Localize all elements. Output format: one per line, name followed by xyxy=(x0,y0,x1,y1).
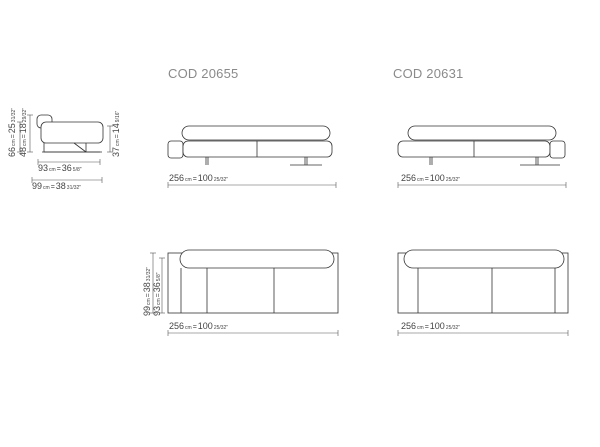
plan-view-right-sofa xyxy=(397,249,569,314)
side-height-total-label: 66cm=2531/32" xyxy=(7,108,17,157)
side-view-dimensions xyxy=(17,114,113,183)
front-left-dimension xyxy=(167,182,337,188)
front-view-left-sofa xyxy=(167,125,333,166)
front-left-backrest xyxy=(181,125,331,141)
plan-left-depth-seat-label: 93cm=365/8" xyxy=(152,272,162,316)
plan-left-dimensions xyxy=(150,252,339,336)
plan-left-backrest xyxy=(179,249,335,269)
plan-right-width-label: 256cm=10025/32" xyxy=(401,321,460,331)
side-leg xyxy=(73,142,87,153)
side-seat-cushion xyxy=(40,121,104,144)
code-right: COD 20631 xyxy=(393,66,464,81)
front-left-seat xyxy=(182,140,333,158)
front-right-width-label: 256cm=10025/32" xyxy=(401,173,460,183)
front-left-width-label: 256cm=10025/32" xyxy=(169,173,228,183)
front-left-arm xyxy=(167,140,184,159)
front-right-dimension xyxy=(397,182,567,188)
side-seat-height-label: 48cm=1829/32" xyxy=(18,108,28,157)
front-right-arm xyxy=(549,140,566,159)
side-depth-seat-label: 93cm=365/8" xyxy=(38,163,82,173)
side-frame xyxy=(43,143,100,153)
plan-left-depth-total-label: 99cm=3831/32" xyxy=(142,267,152,316)
side-depth-total-label: 99cm=3831/32" xyxy=(32,181,81,191)
plan-view-left-sofa xyxy=(167,249,339,314)
plan-right-backrest xyxy=(403,249,565,269)
side-view-sofa xyxy=(36,114,104,153)
code-left: COD 20655 xyxy=(168,66,239,81)
side-arm-height-label: 37cm=149/16" xyxy=(111,110,121,157)
front-view-right-sofa xyxy=(397,125,566,166)
front-right-backrest xyxy=(407,125,557,141)
plan-left-width-label: 256cm=10025/32" xyxy=(169,321,228,331)
plan-right-dimension xyxy=(397,330,569,336)
